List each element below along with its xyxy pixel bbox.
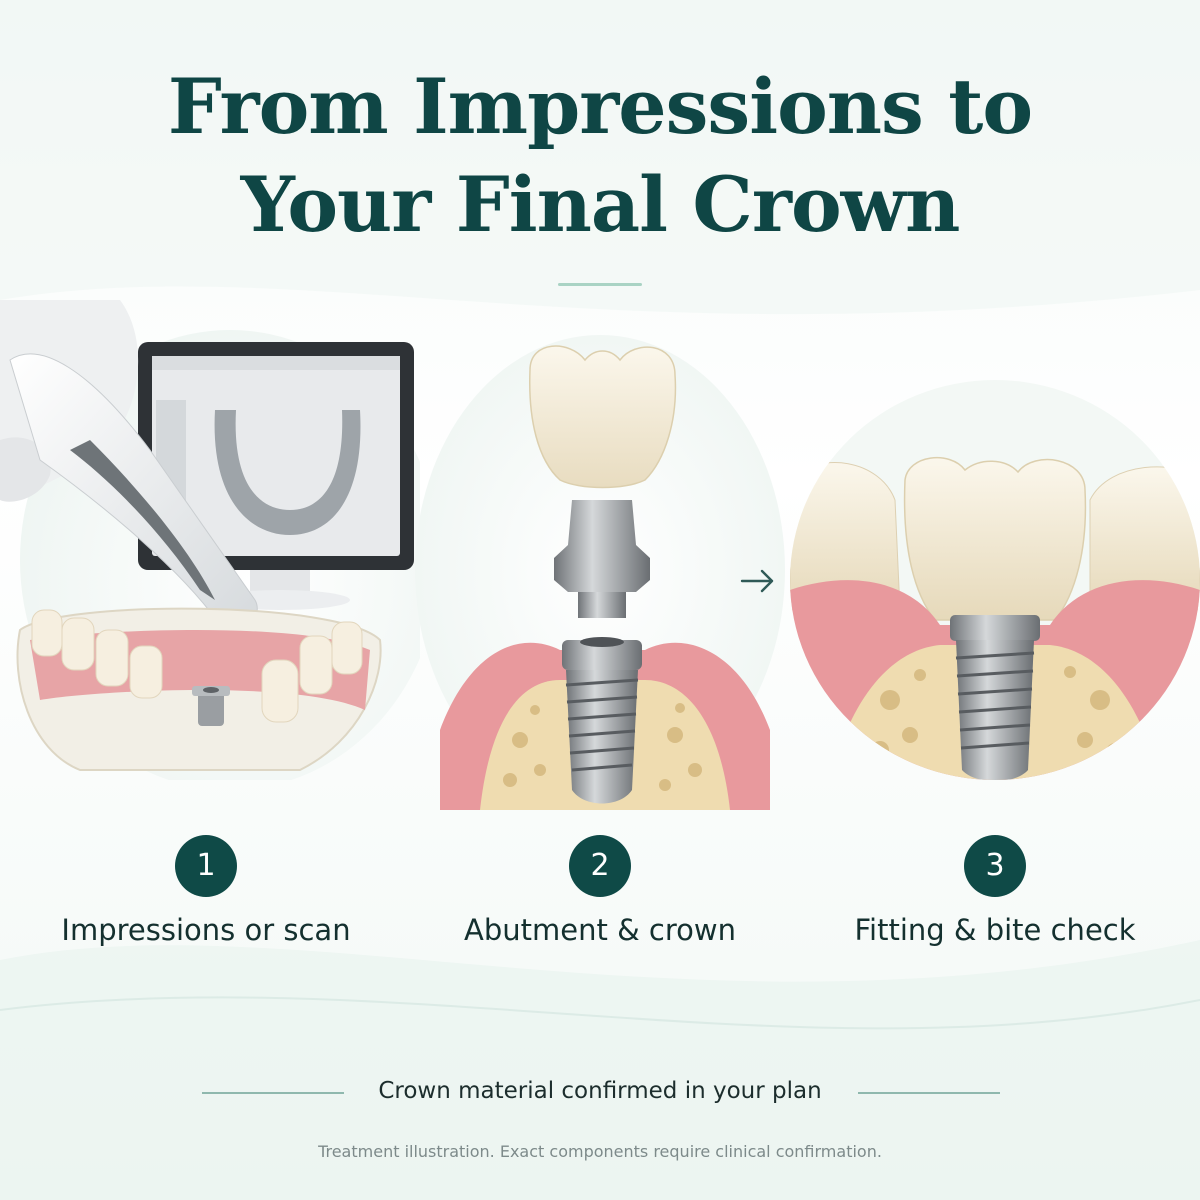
step-1: 1 Impressions or scan (6, 835, 406, 947)
title-line-1: From Impressions to (167, 62, 1033, 151)
step-number-badge: 1 (175, 835, 237, 897)
step-label: Abutment & crown (464, 913, 736, 947)
footer-divider-right (858, 1092, 1000, 1094)
step-label: Fitting & bite check (854, 913, 1136, 947)
arrow-right-icon (740, 569, 774, 593)
step-3: 3 Fitting & bite check (795, 835, 1195, 947)
title-line-2: Your Final Crown (240, 160, 961, 249)
step-label: Impressions or scan (61, 913, 351, 947)
step-number-badge: 3 (964, 835, 1026, 897)
intraoral-scanner-illustration (0, 300, 420, 780)
step-2: 2 Abutment & crown (400, 835, 800, 947)
footer-divider-left (202, 1092, 344, 1094)
page-title: From Impressions to Your Final Crown (0, 58, 1200, 254)
step-number-badge: 2 (569, 835, 631, 897)
implant-abutment-crown-illustration (410, 330, 790, 810)
fitted-crown-illustration (790, 380, 1200, 780)
crown-material-note: Crown material confirmed in your plan (378, 1078, 822, 1104)
title-divider (558, 283, 642, 286)
disclaimer: Treatment illustration. Exact components… (318, 1142, 882, 1161)
